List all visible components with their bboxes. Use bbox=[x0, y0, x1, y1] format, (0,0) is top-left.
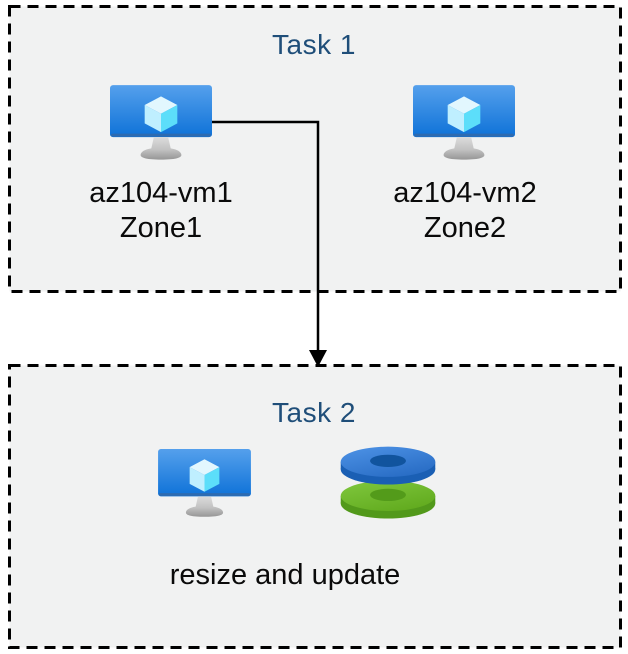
arrow-connector bbox=[212, 120, 327, 367]
task1-title: Task 1 bbox=[272, 29, 356, 60]
azure-disks-icon bbox=[336, 441, 440, 528]
task2-box bbox=[8, 364, 622, 649]
task1-box bbox=[8, 5, 622, 293]
vm2-zone: Zone2 bbox=[423, 212, 507, 244]
vm1-name: az104-vm1 bbox=[89, 177, 233, 209]
blue-disk bbox=[340, 446, 436, 485]
green-disk bbox=[340, 480, 436, 519]
vm2-name: az104-vm2 bbox=[393, 177, 537, 209]
vm1-azure-vm-icon bbox=[110, 85, 212, 171]
task2-azure-vm-icon bbox=[158, 449, 251, 527]
vm2-azure-vm-icon bbox=[413, 85, 515, 171]
vm1-zone: Zone1 bbox=[119, 212, 203, 244]
vm2-label: az104-vm2 Zone2 bbox=[345, 176, 585, 246]
vm1-label: az104-vm1 Zone1 bbox=[41, 176, 281, 246]
arrowhead-icon bbox=[309, 350, 327, 367]
task2-title: Task 2 bbox=[272, 397, 356, 428]
task2-caption: resize and update bbox=[169, 559, 401, 591]
